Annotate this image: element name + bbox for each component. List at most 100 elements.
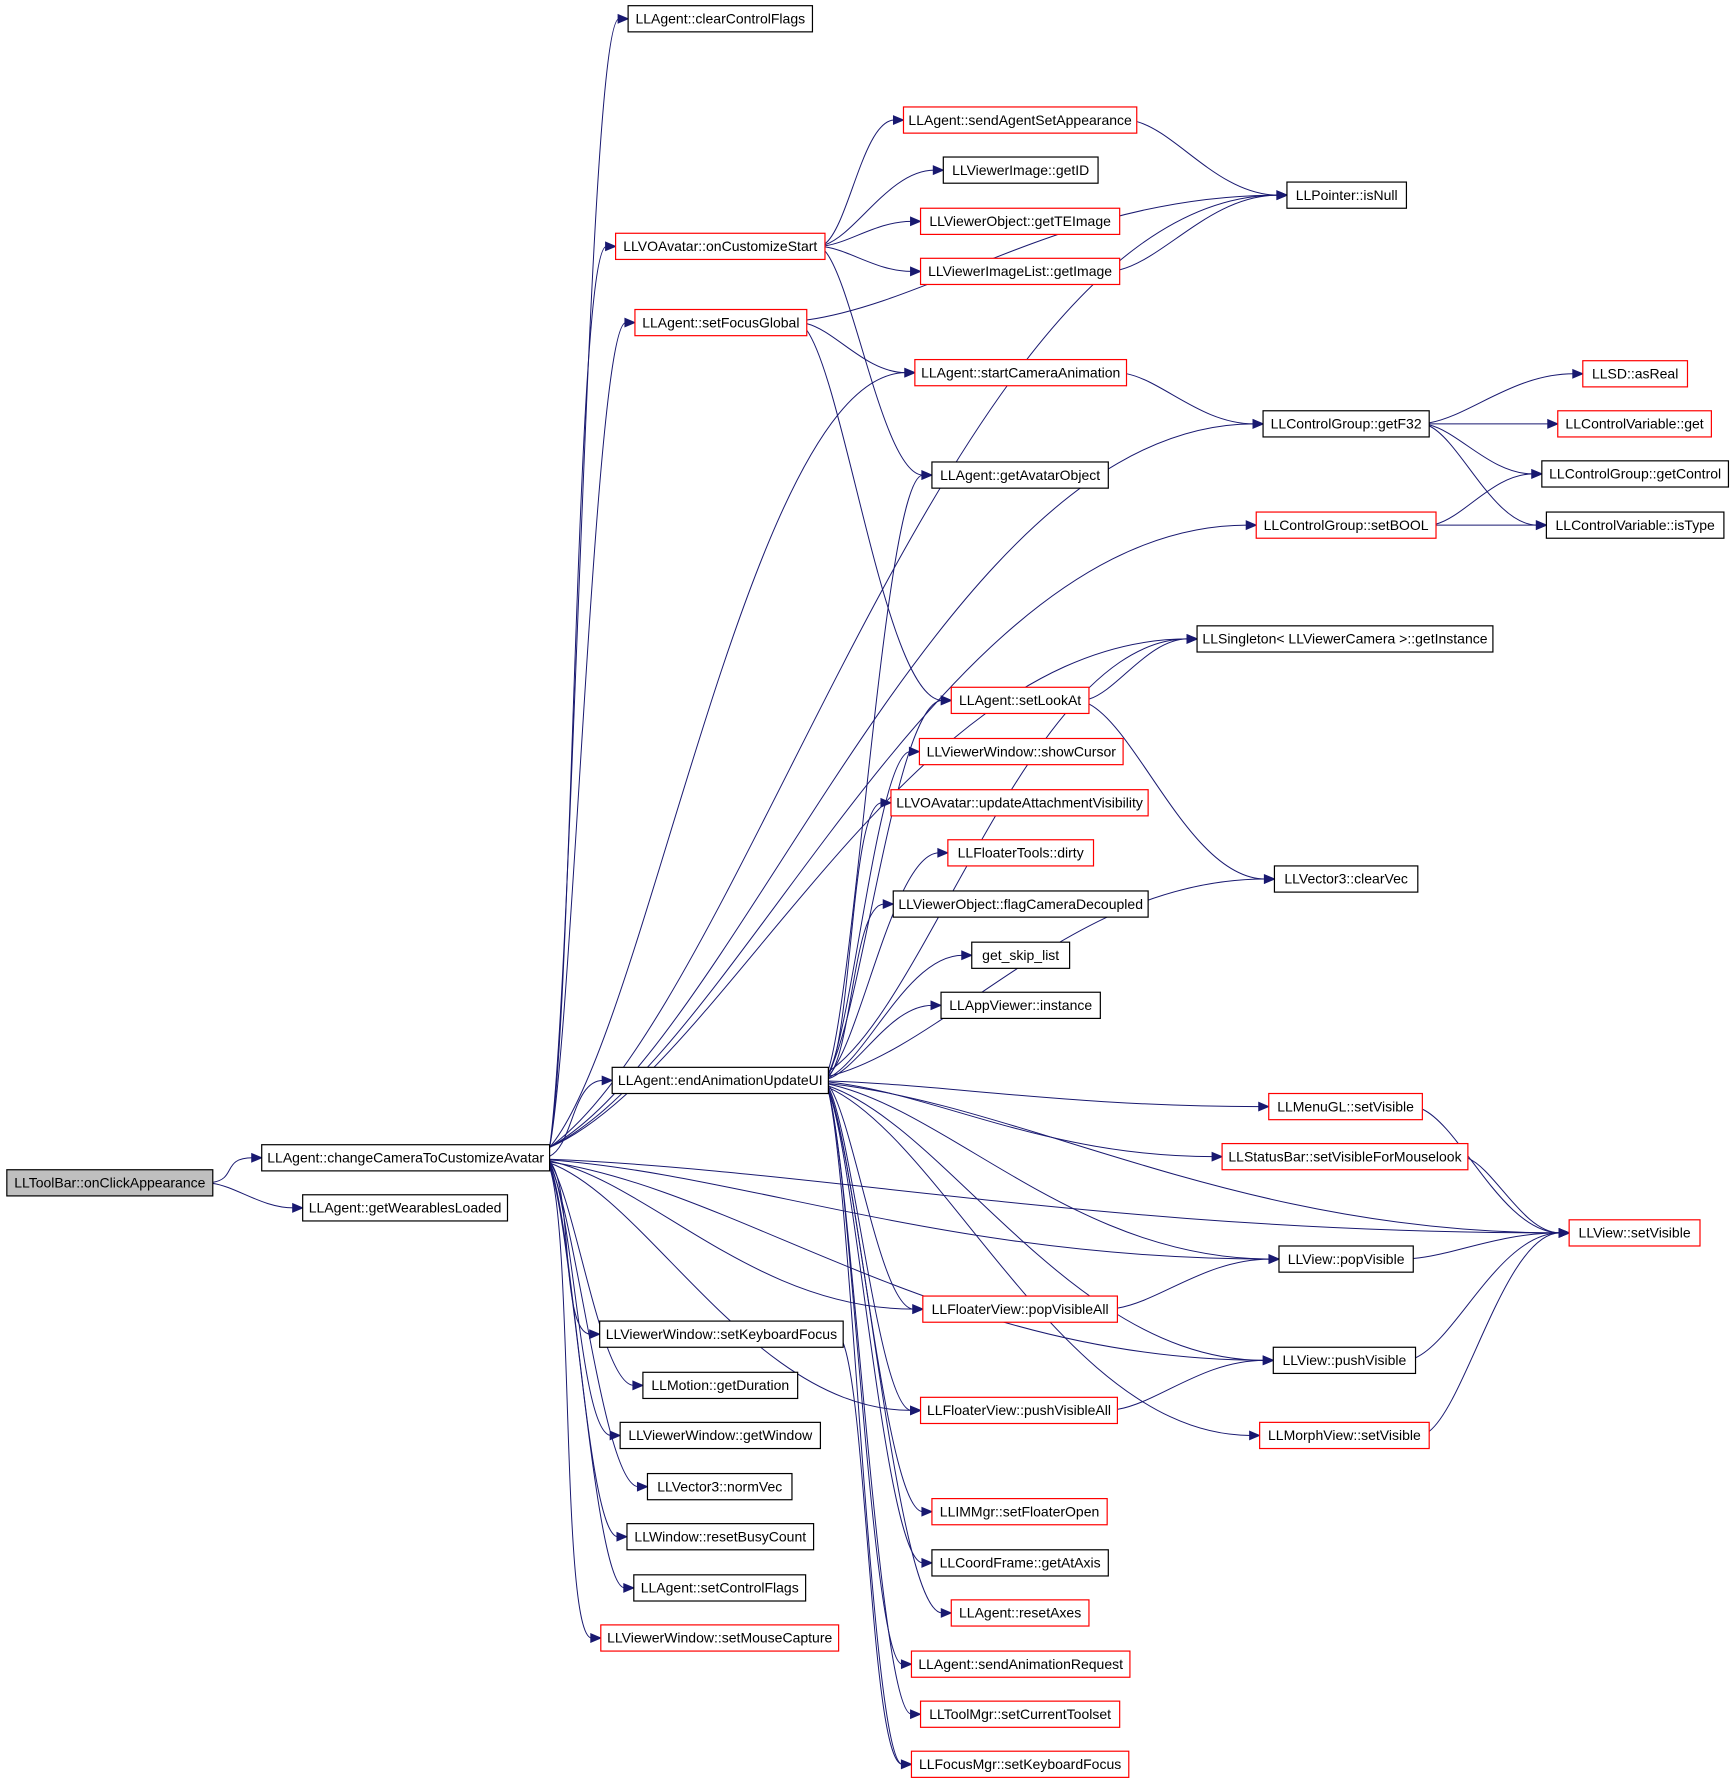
- edge-eaui-to-ftdirty: [828, 852, 939, 1077]
- node-box: [931, 1497, 1108, 1526]
- node-llviewerwindow-showcursor[interactable]: LLViewerWindow::showCursor: [918, 737, 1124, 766]
- node-llagent-setcontrolflags[interactable]: LLAgent::setControlFlags: [633, 1574, 807, 1602]
- node-llcontrolgroup-getf32[interactable]: LLControlGroup::getF32: [1262, 410, 1430, 438]
- edge-eaui-to-fmskf: [827, 1090, 903, 1765]
- node-box: [1557, 410, 1712, 438]
- node-llagent-getavatarobject[interactable]: LLAgent::getAvatarObject: [931, 461, 1109, 489]
- edge-arrowhead: [921, 470, 934, 481]
- node-box: [634, 308, 808, 337]
- node-label: LLAgent::setFocusGlobal: [642, 314, 799, 330]
- edge-setlookat-to-clearvec: [1088, 703, 1266, 880]
- node-llviewerimage-getid[interactable]: LLViewerImage::getID: [942, 156, 1099, 184]
- node-llcontrolvariable-istype[interactable]: LLControlVariable::isType: [1545, 511, 1725, 539]
- node-llmotion-getduration[interactable]: LLMotion::getDuration: [642, 1371, 799, 1400]
- node-llagent-getwearablesloaded[interactable]: LLAgent::getWearablesLoaded: [302, 1194, 509, 1222]
- node-llviewerwindow-setkeyboardfocus[interactable]: LLViewerWindow::setKeyboardFocus: [599, 1320, 844, 1348]
- node-llcoordframe-getataxis[interactable]: LLCoordFrame::getAtAxis: [931, 1549, 1109, 1577]
- node-llviewerwindow-getwindow[interactable]: LLViewerWindow::getWindow: [619, 1421, 822, 1450]
- node-llviewerobject-getteimage[interactable]: LLViewerObject::getTEImage: [919, 207, 1121, 236]
- node-box: [614, 232, 826, 261]
- node-label: LLViewerImageList::getImage: [928, 263, 1112, 279]
- node-label: LLView::pushVisible: [1283, 1352, 1407, 1368]
- node-llwindow-resetbusycount[interactable]: LLWindow::resetBusyCount: [626, 1523, 815, 1551]
- edge-getf32-to-asreal: [1429, 373, 1574, 424]
- edge-eaui-to-viewsv: [828, 1082, 1561, 1234]
- node-label: LLAgent::sendAgentSetAppearance: [908, 112, 1132, 128]
- edge-pushvis-to-viewsv: [1415, 1232, 1561, 1359]
- node-llagent-clearcontrolflags[interactable]: LLAgent::clearControlFlags: [627, 5, 814, 33]
- edge-arrowhead: [892, 115, 905, 125]
- node-llsd-asreal[interactable]: LLSD::asReal: [1582, 360, 1689, 388]
- edge-arrowhead: [1531, 468, 1544, 479]
- node-get-skip-list[interactable]: get_skip_list: [971, 941, 1071, 969]
- node-llagent-sendagentsetappearance[interactable]: LLAgent::sendAgentSetAppearance: [902, 106, 1138, 134]
- node-llcontrolgroup-getcontrol[interactable]: LLControlGroup::getControl: [1541, 460, 1730, 488]
- node-llviewerimagelist-getimage[interactable]: LLViewerImageList::getImage: [919, 257, 1121, 286]
- node-llappviewer-instance[interactable]: LLAppViewer::instance: [940, 991, 1101, 1020]
- node-label: LLControlVariable::isType: [1556, 517, 1715, 533]
- node-llmenugl-setvisible[interactable]: LLMenuGL::setVisible: [1268, 1092, 1423, 1121]
- edge-eaui-to-fvpop: [827, 1084, 914, 1310]
- node-llagent-changecameratocustomizeavatar[interactable]: LLAgent::changeCameraToCustomizeAvatar: [261, 1144, 551, 1172]
- edge-arrowhead: [910, 1709, 922, 1720]
- node-llvoavatar-oncustomizestart[interactable]: LLVOAvatar::onCustomizeStart: [614, 232, 826, 261]
- node-llfloaterview-pushvisibleall[interactable]: LLFloaterView::pushVisibleAll: [919, 1396, 1119, 1425]
- node-label: LLAgent::resetAxes: [959, 1605, 1081, 1621]
- node-llfloaterview-popvisibleall[interactable]: LLFloaterView::popVisibleAll: [922, 1295, 1119, 1323]
- node-label: LLWindow::resetBusyCount: [634, 1528, 806, 1544]
- node-lltoolbar-onclickappearance[interactable]: LLToolBar::onClickAppearance: [6, 1169, 214, 1197]
- node-llagent-endanimationupdateui[interactable]: LLAgent::endAnimationUpdateUI: [611, 1066, 829, 1095]
- node-box: [971, 941, 1071, 969]
- edge-ccta-to-sca: [549, 372, 906, 1148]
- node-llsingleton-llviewercamera-getinstance[interactable]: LLSingleton< LLViewerCamera >::getInstan…: [1196, 625, 1494, 653]
- node-llview-setvisible[interactable]: LLView::setVisible: [1568, 1219, 1701, 1247]
- node-lltoolmgr-setcurrenttoolset[interactable]: LLToolMgr::setCurrentToolset: [919, 1700, 1121, 1728]
- node-llfloatertools-dirty[interactable]: LLFloaterTools::dirty: [947, 839, 1095, 867]
- edge-arrowhead: [910, 216, 922, 227]
- node-label: LLAgent::endAnimationUpdateUI: [618, 1072, 823, 1088]
- node-llcontrolgroup-setbool[interactable]: LLControlGroup::setBOOL: [1255, 511, 1437, 539]
- node-label: LLViewerObject::flagCameraDecoupled: [898, 896, 1143, 912]
- edge-eaui-to-tmsct: [827, 1090, 912, 1715]
- node-llagent-setfocusglobal[interactable]: LLAgent::setFocusGlobal: [634, 308, 808, 337]
- edge-setbool-to-getcontrol: [1435, 473, 1533, 525]
- node-llcontrolvariable-get[interactable]: LLControlVariable::get: [1557, 410, 1712, 438]
- node-box: [950, 1599, 1090, 1627]
- node-llview-pushvisible[interactable]: LLView::pushVisible: [1272, 1346, 1417, 1375]
- node-llfocusmgr-setkeyboardfocus[interactable]: LLFocusMgr::setKeyboardFocus: [910, 1750, 1130, 1778]
- edge-getf32-to-getcontrol: [1429, 424, 1533, 475]
- edge-statusbar-to-viewsv: [1467, 1157, 1561, 1234]
- node-box: [950, 686, 1090, 715]
- edge-eaui-to-menusv: [828, 1080, 1260, 1108]
- node-llimmgr-setfloateropen[interactable]: LLIMMgr::setFloaterOpen: [931, 1497, 1108, 1526]
- node-llvector3-normvec[interactable]: LLVector3::normVec: [646, 1472, 793, 1501]
- node-llviewerobject-flagcameradecoupled[interactable]: LLViewerObject::flagCameraDecoupled: [892, 890, 1149, 918]
- node-llviewerwindow-setmousecapture[interactable]: LLViewerWindow::setMouseCapture: [600, 1624, 840, 1652]
- edge-arrowhead: [900, 1759, 913, 1770]
- node-llview-popvisible[interactable]: LLView::popVisible: [1278, 1245, 1414, 1273]
- node-llmorphview-setvisible[interactable]: LLMorphView::setVisible: [1259, 1421, 1430, 1450]
- node-llagent-startcameraanimation[interactable]: LLAgent::startCameraAnimation: [914, 358, 1128, 387]
- edge-eaui-to-setlookat: [827, 699, 943, 1074]
- edge-arrowhead: [636, 1481, 649, 1492]
- node-llvoavatar-updateattachmentvisibility[interactable]: LLVOAvatar::updateAttachmentVisibility: [890, 789, 1149, 817]
- edge-eaui-to-fcd: [828, 903, 885, 1078]
- node-label: LLCoordFrame::getAtAxis: [940, 1555, 1101, 1571]
- node-box: [626, 1523, 815, 1551]
- node-label: LLControlGroup::getControl: [1549, 466, 1721, 482]
- node-llagent-resetaxes[interactable]: LLAgent::resetAxes: [950, 1599, 1090, 1627]
- edge-eaui-to-resetaxes: [827, 1090, 943, 1614]
- node-box: [1545, 511, 1725, 539]
- node-llvector3-clearvec[interactable]: LLVector3::clearVec: [1273, 865, 1419, 893]
- edge-arrowhead: [1547, 418, 1560, 429]
- edge-ccta-to-fvpop: [549, 1160, 914, 1310]
- node-llagent-sendanimationrequest[interactable]: LLAgent::sendAnimationRequest: [910, 1650, 1131, 1678]
- node-label: LLViewerImage::getID: [952, 162, 1089, 178]
- node-llstatusbar-setvisibleformouselook[interactable]: LLStatusBar::setVisibleForMouselook: [1221, 1142, 1469, 1171]
- node-llpointer-isnull[interactable]: LLPointer::isNull: [1286, 181, 1408, 209]
- node-box: [922, 1295, 1119, 1323]
- node-llagent-setlookat[interactable]: LLAgent::setLookAt: [950, 686, 1090, 715]
- node-label: LLView::setVisible: [1579, 1225, 1691, 1241]
- node-box: [6, 1169, 214, 1197]
